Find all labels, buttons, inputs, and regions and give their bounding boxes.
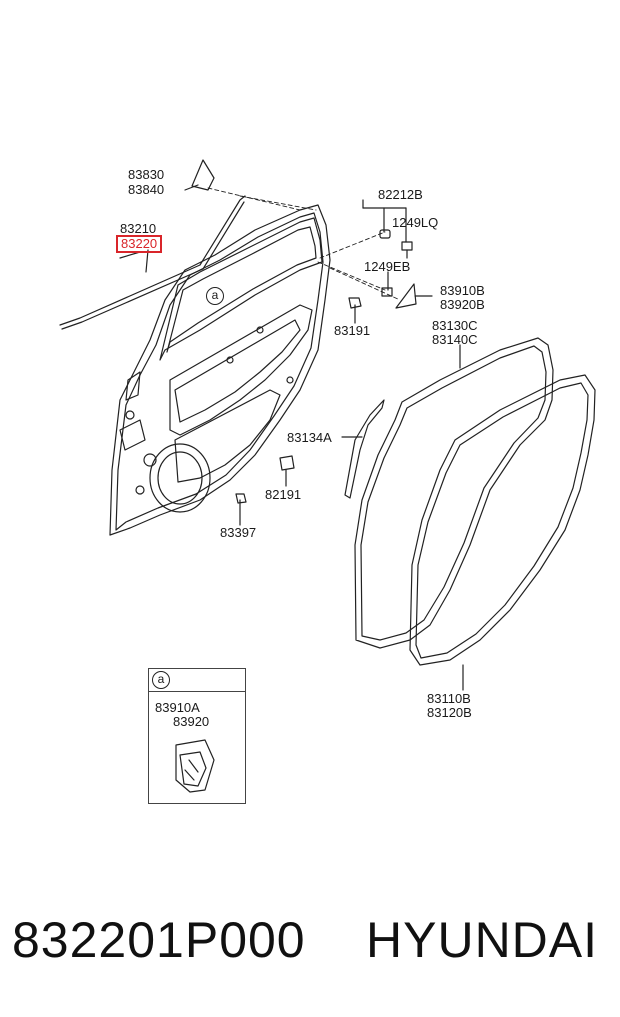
- belt-molding-strip: [59, 195, 246, 326]
- label-83130c: 83130C: [432, 318, 478, 333]
- diagram-drawing: [59, 159, 596, 793]
- label-83210: 83210: [120, 221, 157, 236]
- inset-ref-marker: a: [152, 671, 170, 689]
- door-weatherstrip: [354, 337, 554, 649]
- label-83920b: 83920B: [440, 297, 485, 312]
- label-82212b: 82212B: [378, 187, 423, 202]
- glass-run-channel: [344, 399, 385, 499]
- label-83191: 83191: [334, 323, 371, 338]
- label-83910a: 83910A: [155, 700, 200, 715]
- inset-detail-box: a 83910A 83920: [148, 668, 246, 804]
- inset-clip-part: [175, 739, 215, 793]
- door-panel-outline: [109, 204, 331, 536]
- callout-a-marker: a: [206, 287, 224, 305]
- label-83840: 83840: [128, 182, 165, 197]
- label-1249lq: 1249LQ: [392, 215, 439, 230]
- label-83220-highlighted: 83220: [116, 235, 163, 253]
- inset-header: a: [149, 669, 245, 692]
- label-82191: 82191: [265, 487, 302, 502]
- parts-diagram: a 83830 83840 83210 83220 82212B 1249LQ …: [59, 159, 596, 804]
- label-1249eb: 1249EB: [364, 259, 411, 274]
- label-83830: 83830: [128, 167, 165, 182]
- label-83920: 83920: [173, 714, 210, 729]
- label-83120b: 83120B: [427, 705, 472, 720]
- window-frame: [159, 217, 323, 361]
- body-side-weatherstrip: [409, 374, 596, 666]
- label-83910b: 83910B: [440, 283, 485, 298]
- label-83134a: 83134A: [287, 430, 332, 445]
- part-number-text: 832201P000: [12, 912, 306, 968]
- brand-text: HYUNDAI: [366, 912, 599, 968]
- label-83397: 83397: [220, 525, 257, 540]
- delta-cover-front: [191, 159, 215, 191]
- label-83110b: 83110B: [427, 691, 471, 706]
- label-83140c: 83140C: [432, 332, 478, 347]
